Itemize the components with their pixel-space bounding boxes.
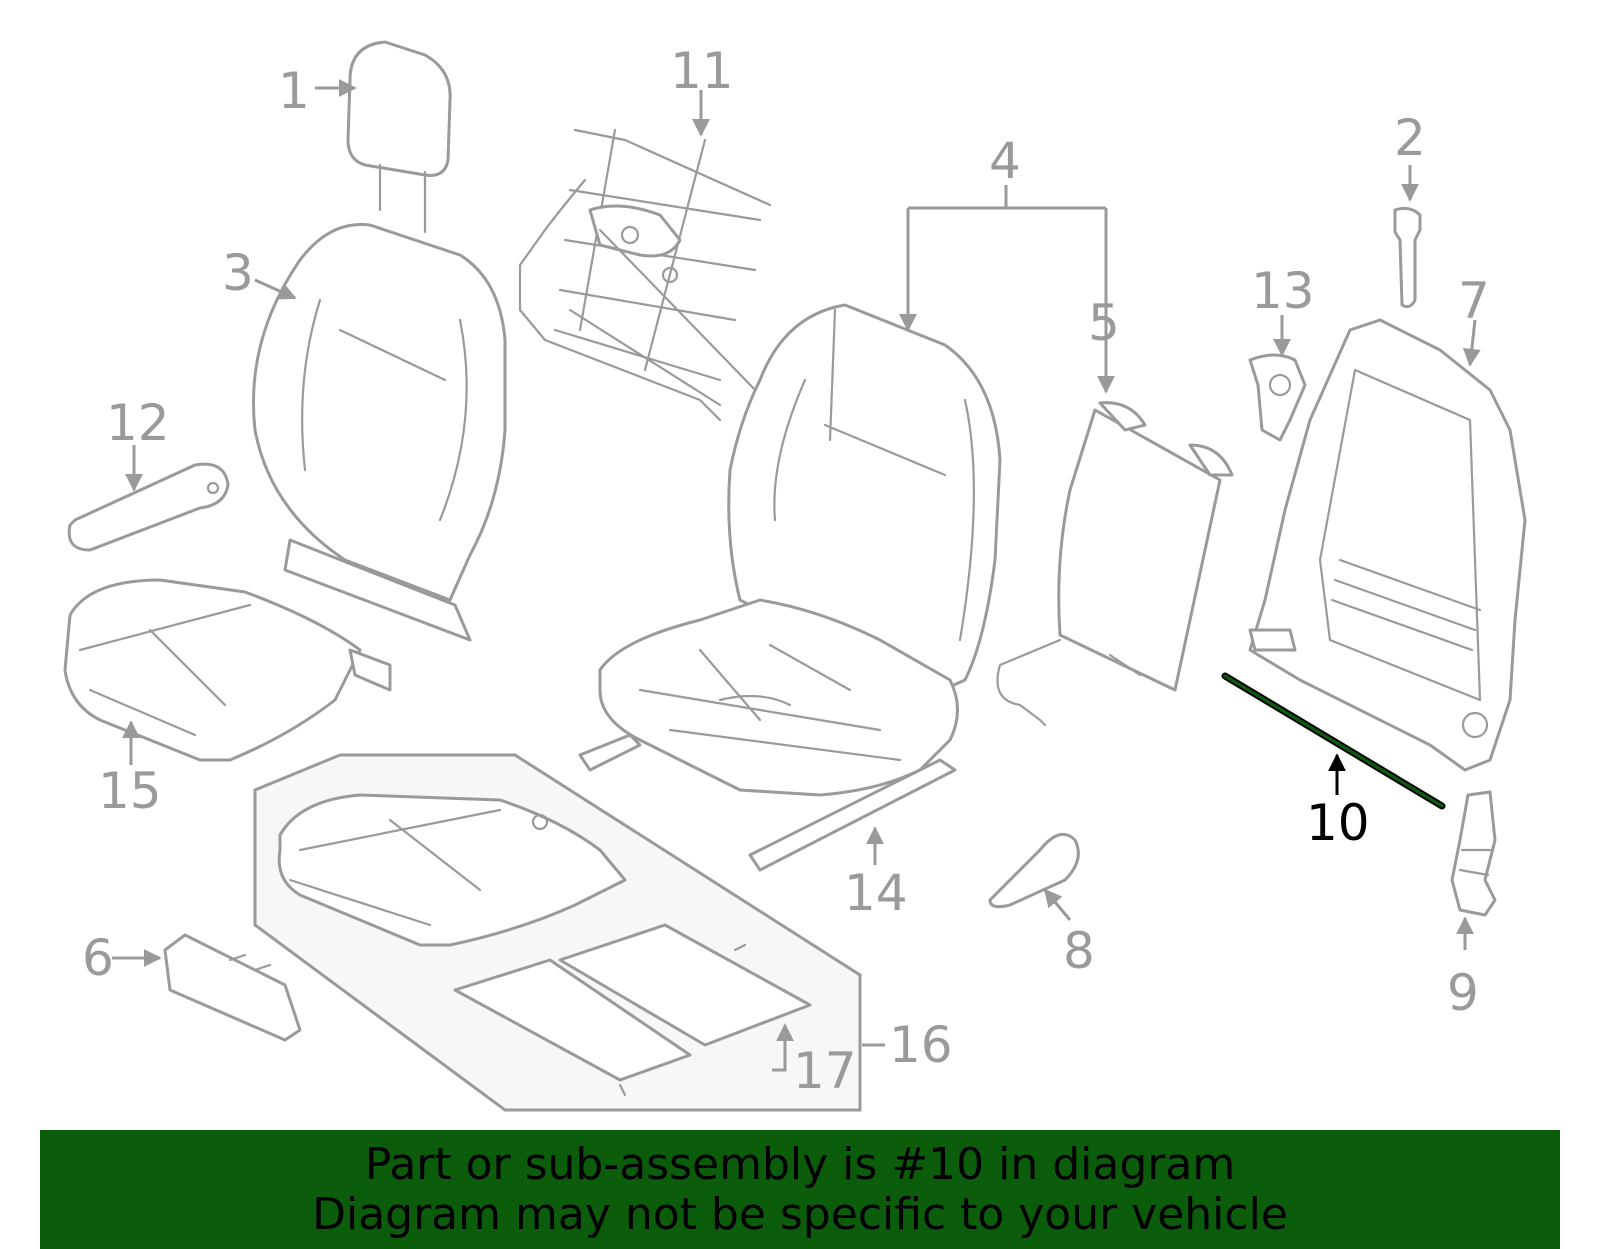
callout-2: 2 xyxy=(1394,109,1426,167)
heater-mat-part[interactable] xyxy=(453,923,812,1097)
headrest-part[interactable] xyxy=(346,40,452,234)
callout-10: 10 xyxy=(1306,794,1370,852)
seat-back-panel-part[interactable] xyxy=(996,401,1234,727)
callout-15: 15 xyxy=(98,762,162,820)
callout-13: 13 xyxy=(1251,262,1315,320)
armrest-part[interactable] xyxy=(67,462,230,552)
callout-17: 17 xyxy=(793,1042,857,1100)
callout-16: 16 xyxy=(889,1016,953,1074)
callout-3: 3 xyxy=(222,244,254,302)
info-banner: Part or sub-assembly is #10 in diagram D… xyxy=(40,1130,1560,1249)
banner-line-1: Part or sub-assembly is #10 in diagram xyxy=(364,1139,1236,1190)
seat-assembly-part[interactable] xyxy=(578,303,1002,872)
seat-back-cover-part[interactable] xyxy=(251,222,507,642)
seat-back-frame-part[interactable] xyxy=(1248,318,1527,772)
lumbar-support-part[interactable] xyxy=(518,128,772,422)
motor-part[interactable] xyxy=(1450,790,1497,917)
callout-5: 5 xyxy=(1088,294,1120,352)
callout-7: 7 xyxy=(1458,272,1490,330)
handle-part[interactable] xyxy=(988,832,1080,909)
cushion-pad-group xyxy=(253,753,862,1112)
callout-6: 6 xyxy=(82,929,114,987)
side-trim-part[interactable] xyxy=(163,933,302,1042)
headrest-guide-part[interactable] xyxy=(1393,206,1422,309)
part-10-rod[interactable] xyxy=(1221,672,1446,810)
cushion-pad-part[interactable] xyxy=(277,793,627,947)
callout-8: 8 xyxy=(1063,922,1095,980)
seat-cushion-cover-part[interactable] xyxy=(63,578,392,762)
bracket-part[interactable] xyxy=(1248,353,1307,442)
callout-12: 12 xyxy=(106,394,170,452)
callout-11: 11 xyxy=(670,42,734,100)
callout-1: 1 xyxy=(278,62,310,120)
callout-14: 14 xyxy=(844,864,908,922)
callout-4: 4 xyxy=(989,132,1021,190)
banner-line-2: Diagram may not be specific to your vehi… xyxy=(312,1189,1288,1240)
callout-9: 9 xyxy=(1447,964,1479,1022)
